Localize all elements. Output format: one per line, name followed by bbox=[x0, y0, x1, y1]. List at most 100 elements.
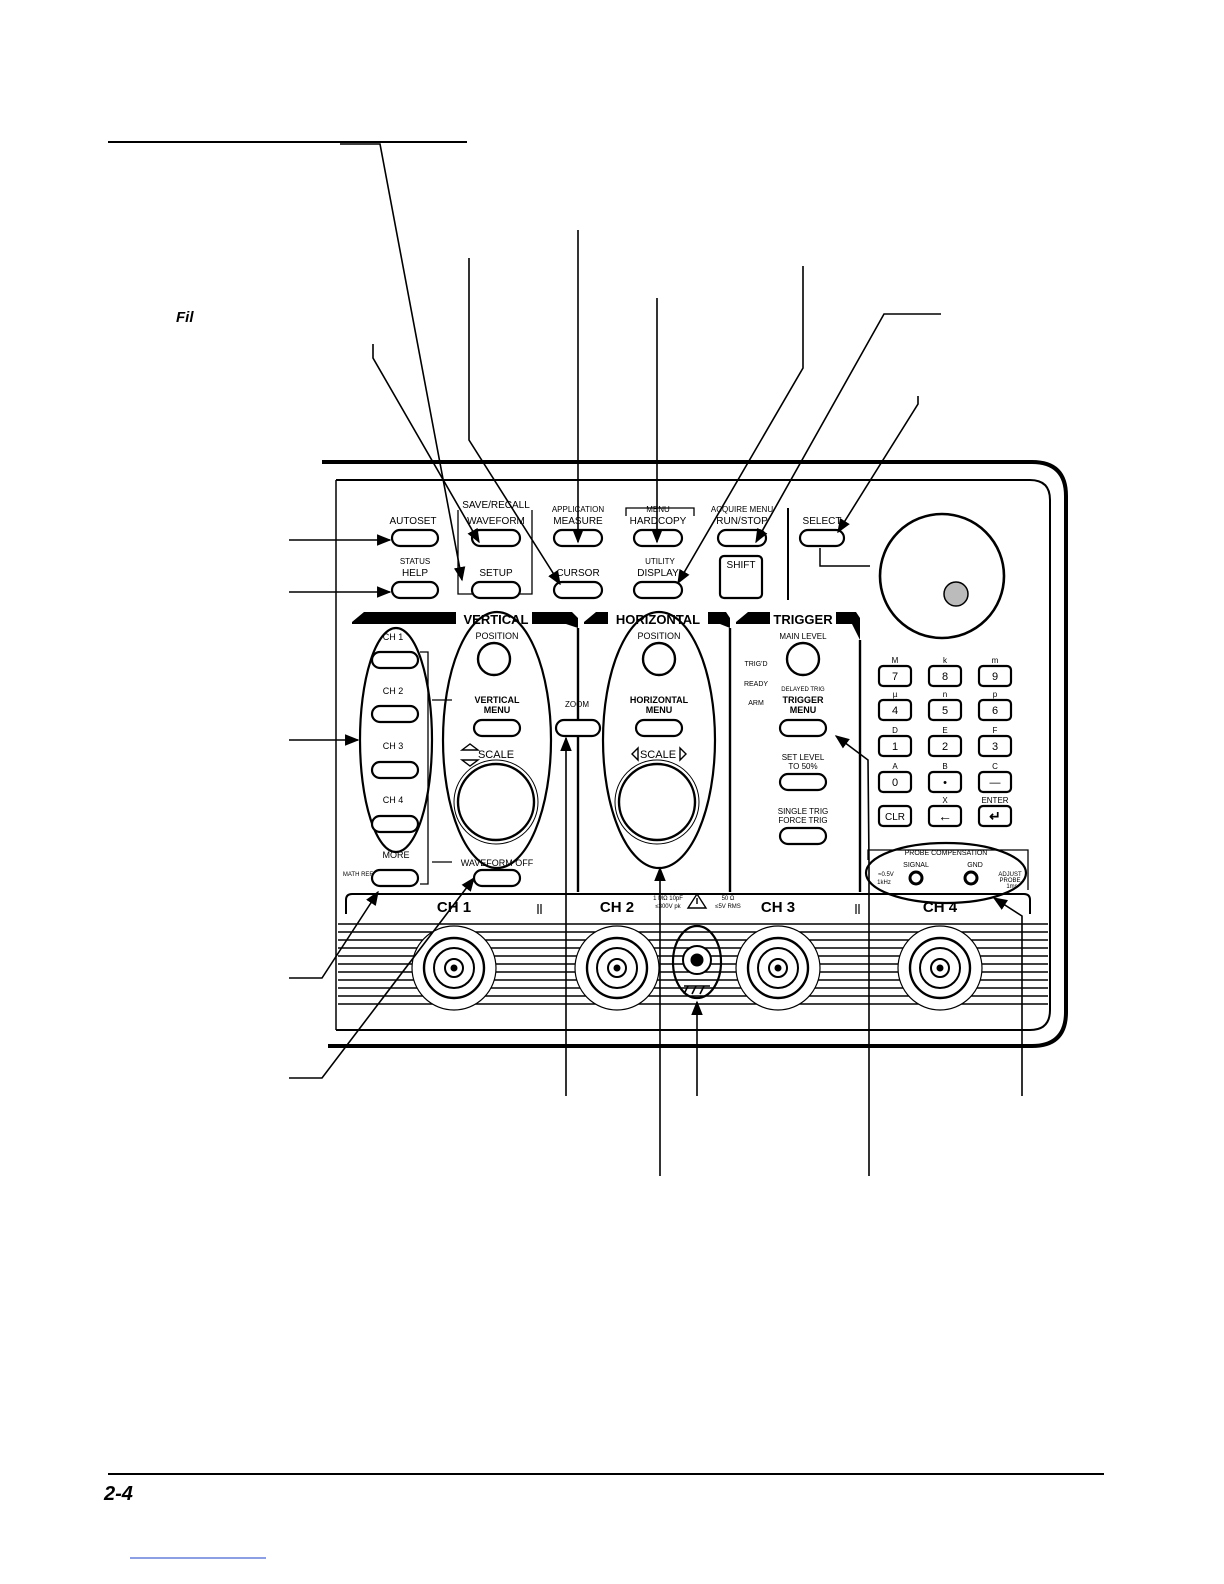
utility-label: UTILITY bbox=[645, 557, 675, 566]
key-4-alt: µ bbox=[893, 690, 898, 699]
vertical-title: VERTICAL bbox=[464, 612, 529, 627]
trigger-menu-line2[interactable]: MENU bbox=[790, 705, 817, 715]
key-7[interactable]: 7 bbox=[892, 671, 898, 683]
run-stop-label[interactable]: RUN/STOP bbox=[716, 516, 768, 527]
figure-label: Fil bbox=[176, 309, 194, 326]
ground-symbol bbox=[683, 985, 710, 995]
horizontal-scale-label: SCALE bbox=[640, 749, 676, 761]
single-trig-line2[interactable]: FORCE TRIG bbox=[778, 816, 827, 825]
math-ref-label[interactable]: MATH REF bbox=[343, 872, 374, 878]
vertical-position-label: POSITION bbox=[475, 631, 518, 641]
channel-group-bracket bbox=[420, 651, 429, 885]
key-clr[interactable]: CLR bbox=[885, 812, 905, 823]
menu-bracket bbox=[625, 507, 695, 516]
trigd-indicator: TRIG'D bbox=[744, 661, 767, 668]
warning-icon bbox=[686, 892, 708, 909]
main-level-label: MAIN LEVEL bbox=[779, 632, 827, 641]
hardcopy-label[interactable]: HARDCOPY bbox=[630, 516, 687, 527]
input-spec-voltage: ≤300V pk bbox=[655, 904, 681, 910]
knobs bbox=[453, 512, 1006, 845]
key-backspace[interactable]: ← bbox=[938, 808, 952, 824]
key-1[interactable]: 1 bbox=[892, 741, 898, 753]
key-8[interactable]: 8 bbox=[942, 671, 948, 683]
ready-indicator: READY bbox=[744, 681, 768, 688]
top-labels: AUTOSET STATUS HELP SAVE/RECALL WAVEFORM… bbox=[389, 500, 841, 579]
key-1-alt: D bbox=[892, 726, 898, 735]
measure-label[interactable]: MEASURE bbox=[553, 516, 603, 527]
probe-note-volts: ≈0.5V bbox=[878, 872, 894, 878]
horizontal-position-label: POSITION bbox=[637, 631, 680, 641]
panel-buttons bbox=[370, 528, 846, 888]
select-connector bbox=[819, 548, 870, 567]
ch2-button-label[interactable]: CH 2 bbox=[383, 686, 404, 696]
input-spec-rms: ≤5V RMS bbox=[715, 904, 741, 910]
key-6-alt: p bbox=[993, 690, 998, 699]
save-recall-label: SAVE/RECALL bbox=[462, 500, 530, 511]
key-4[interactable]: 4 bbox=[892, 705, 898, 717]
key-7-alt: M bbox=[892, 656, 899, 665]
key-3[interactable]: 3 bbox=[992, 741, 998, 753]
key-2[interactable]: 2 bbox=[942, 741, 948, 753]
instrument-body bbox=[322, 460, 1068, 1048]
help-label[interactable]: HELP bbox=[402, 568, 428, 579]
key-minus[interactable]: — bbox=[990, 777, 1001, 789]
waveform-off-label[interactable]: WAVEFORM OFF bbox=[461, 858, 534, 868]
horizontal-title: HORIZONTAL bbox=[616, 612, 700, 627]
section-dividers bbox=[576, 628, 862, 892]
key-9[interactable]: 9 bbox=[992, 671, 998, 683]
vertical-section: CH 1 CH 2 CH 3 CH 4 MORE MATH REF POSITI… bbox=[343, 631, 534, 878]
arrow-glyphs bbox=[459, 743, 687, 767]
bnc-connectors bbox=[411, 925, 983, 1011]
probe-note-freq: 1kHz bbox=[877, 880, 891, 886]
setup-label[interactable]: SETUP bbox=[479, 568, 513, 579]
menu-label: MENU bbox=[646, 505, 670, 514]
input-ch4-label: CH 4 bbox=[923, 899, 958, 916]
vertical-guides bbox=[432, 699, 452, 863]
probe-note-period: 1ms bbox=[1006, 884, 1017, 890]
autoset-label[interactable]: AUTOSET bbox=[389, 516, 436, 527]
more-label: MORE bbox=[383, 850, 410, 860]
probe-signal-label: SIGNAL bbox=[903, 862, 929, 869]
vertical-menu-line1[interactable]: VERTICAL bbox=[475, 695, 521, 705]
key-point[interactable]: • bbox=[943, 777, 947, 789]
ch4-button-label[interactable]: CH 4 bbox=[383, 795, 404, 805]
key-5-alt: n bbox=[943, 690, 947, 699]
key-6[interactable]: 6 bbox=[992, 705, 998, 717]
input-specs: 1 MΩ 10pF ≤300V pk 50 Ω ≤5V RMS bbox=[653, 896, 741, 910]
highlight-ellipses bbox=[358, 610, 1028, 1000]
shift-label[interactable]: SHIFT bbox=[727, 560, 756, 571]
waveform-label[interactable]: WAVEFORM bbox=[467, 516, 525, 527]
ch1-button-label[interactable]: CH 1 bbox=[383, 632, 404, 642]
key-3-alt: F bbox=[993, 726, 998, 735]
input-ch2-label: CH 2 bbox=[600, 899, 634, 916]
probe-comp-title: PROBE COMPENSATION bbox=[905, 850, 988, 857]
horizontal-menu-line2[interactable]: MENU bbox=[646, 705, 673, 715]
key-point-alt: B bbox=[942, 762, 947, 771]
input-ch1-label: CH 1 bbox=[437, 899, 471, 916]
display-label[interactable]: DISPLAY bbox=[637, 568, 679, 579]
set-level-line2[interactable]: TO 50% bbox=[788, 762, 817, 771]
keypad-keys bbox=[877, 664, 1013, 828]
zoom-label[interactable]: ZOOM bbox=[565, 700, 589, 709]
key-minus-alt: C bbox=[992, 762, 998, 771]
trigger-menu-line1[interactable]: TRIGGER bbox=[782, 695, 824, 705]
single-trig-line1[interactable]: SINGLE TRIG bbox=[778, 807, 829, 816]
key-0[interactable]: 0 bbox=[892, 777, 898, 789]
key-enter-alt: ENTER bbox=[981, 796, 1008, 805]
trigger-section: MAIN LEVEL TRIG'D READY ARM DELAYED TRIG… bbox=[744, 632, 828, 825]
set-level-line1[interactable]: SET LEVEL bbox=[782, 753, 825, 762]
arm-indicator: ARM bbox=[748, 700, 764, 707]
probe-comp-labels: PROBE COMPENSATION SIGNAL GND ≈0.5V 1kHz… bbox=[877, 850, 1022, 890]
application-label: APPLICATION bbox=[552, 505, 605, 514]
key-enter[interactable]: ↵ bbox=[989, 808, 1001, 824]
key-5[interactable]: 5 bbox=[942, 705, 948, 717]
horizontal-menu-line1[interactable]: HORIZONTAL bbox=[630, 695, 689, 705]
key-8-alt: k bbox=[943, 656, 948, 665]
cursor-label[interactable]: CURSOR bbox=[556, 568, 599, 579]
ch3-button-label[interactable]: CH 3 bbox=[383, 741, 404, 751]
vertical-menu-line2[interactable]: MENU bbox=[484, 705, 511, 715]
key-backspace-alt: X bbox=[942, 796, 948, 805]
select-label[interactable]: SELECT bbox=[803, 516, 842, 527]
input-strip bbox=[345, 893, 1031, 914]
acquire-menu-label: ACQUIRE MENU bbox=[711, 505, 773, 514]
